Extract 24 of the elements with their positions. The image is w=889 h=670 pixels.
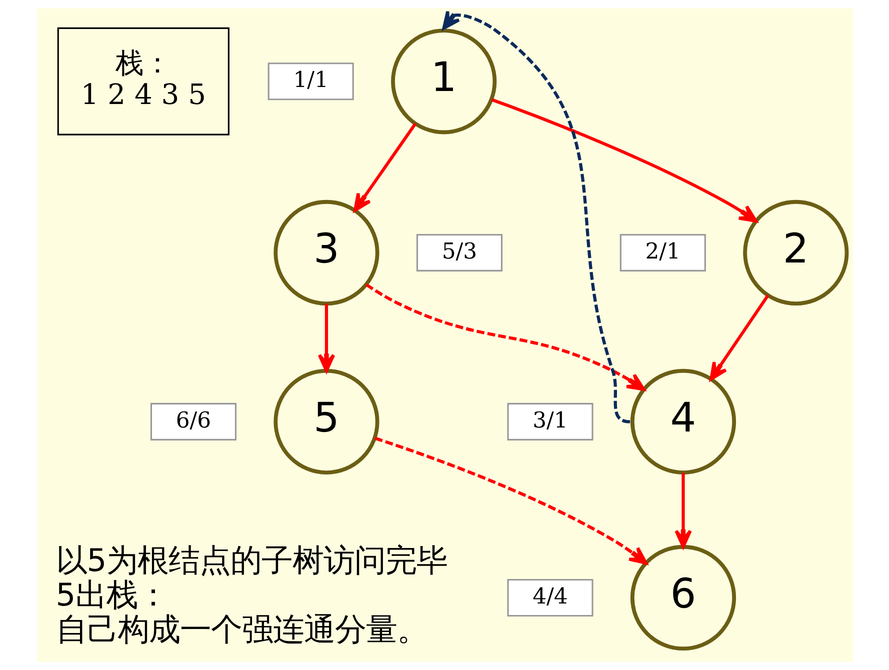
label: 以5为根结点的子树访问完毕 [55,543,448,580]
arrow [364,283,645,391]
arrow [674,472,692,548]
node-circle: 1 [390,28,496,134]
arrow [352,122,416,212]
node-box: 4/4 [506,578,593,617]
arrow [374,436,647,565]
label: 自己构成一个强连通分量。 [55,612,428,648]
node-box: 2/1 [619,234,706,272]
arrow [317,304,335,372]
node-circle: 4 [630,368,736,475]
arrow [490,98,757,223]
label: 5出栈： [55,578,168,614]
node-circle: 6 [630,544,736,651]
arrow [442,10,630,424]
node-circle: 2 [742,200,848,306]
node-box: 栈： 1 2 4 3 5 [56,27,229,136]
node-box: 3/1 [506,402,593,440]
node-box: 5/3 [416,234,502,272]
node-box: 1/1 [267,62,354,100]
node-circle: 5 [273,368,379,475]
node-circle: 3 [273,200,379,306]
node-box: 6/6 [150,402,236,440]
arrow [709,294,769,381]
